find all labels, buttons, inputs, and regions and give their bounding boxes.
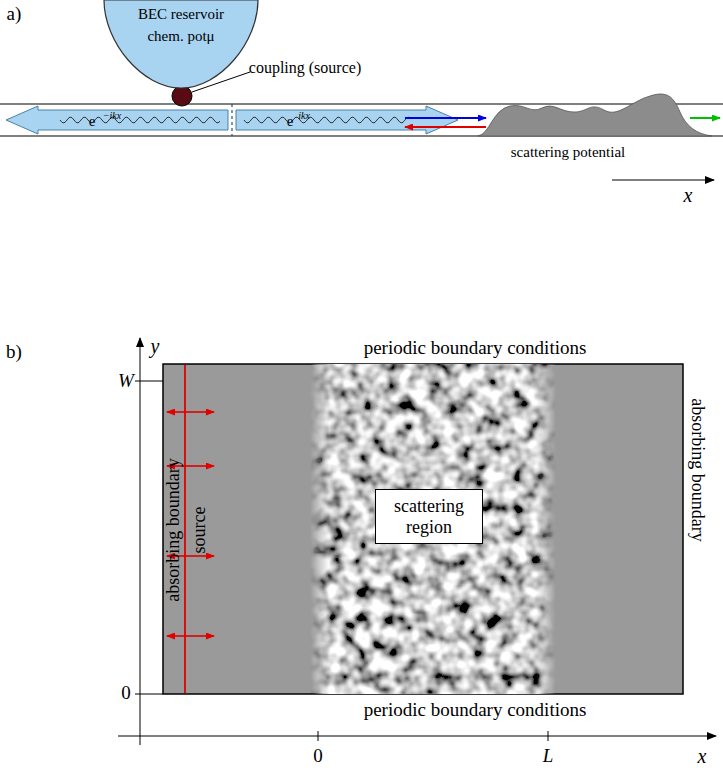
figure-shape <box>184 365 186 693</box>
boundary-label: absorbing boundary <box>164 458 184 601</box>
boundary-label: absorbing boundary <box>687 398 707 541</box>
figure-shape <box>163 364 683 694</box>
wave-exponent: −ikx <box>103 110 121 121</box>
callout-label: coupling (source) <box>249 59 361 77</box>
scattering-potential: scattering potential <box>470 88 720 164</box>
wave-symbol: e <box>287 113 294 130</box>
figure-shape <box>140 338 141 745</box>
figure-shape <box>185 411 214 413</box>
figure-shape <box>6 106 228 134</box>
axis-label: y <box>151 335 160 357</box>
figure-shape <box>135 694 163 695</box>
node-text: BEC reservoir <box>138 6 224 23</box>
figure-shape <box>405 126 486 128</box>
figure-shape <box>60 117 220 123</box>
region-box: scattering region <box>375 489 483 544</box>
tick-label: 0 <box>313 746 323 767</box>
node-text: chem. potμ <box>147 28 214 45</box>
tick-label: 0 <box>121 683 131 704</box>
figure-shape <box>118 736 716 737</box>
figure-shape <box>236 106 458 134</box>
axis-label: x <box>684 184 693 206</box>
figure-shape <box>690 117 720 119</box>
tick-label: L <box>543 746 554 767</box>
figure-shape <box>167 411 185 413</box>
figure-shape <box>0 103 723 104</box>
figure-shape <box>231 104 232 136</box>
figure-shape <box>167 635 185 637</box>
wave-symbol: e <box>89 113 96 130</box>
figure-shape <box>310 364 556 694</box>
figure-shape <box>612 180 714 181</box>
node-text: scattering region <box>384 496 474 537</box>
figure-shape <box>318 731 319 741</box>
wave-exponent: ikx <box>298 110 310 121</box>
figure-shape <box>185 635 214 637</box>
reservoir-shape: BEC reservoir chem. potμ <box>102 0 260 90</box>
tick-label: W <box>118 371 134 392</box>
figure-shape <box>244 117 410 123</box>
boundary-label: periodic boundary conditions <box>364 338 587 359</box>
figure-shape <box>135 381 163 382</box>
axis-label: x <box>698 745 707 767</box>
source-label: source <box>190 507 210 554</box>
node-text: scattering potential <box>511 144 626 161</box>
figure-shape <box>548 731 549 741</box>
panel-letter: a) <box>7 4 22 25</box>
figure-shape <box>405 117 486 119</box>
boundary-label: periodic boundary conditions <box>364 700 587 721</box>
figure-shape <box>172 86 192 106</box>
figure-shape <box>185 555 214 557</box>
panel-letter: b) <box>6 342 22 363</box>
figure-shape <box>185 465 214 467</box>
